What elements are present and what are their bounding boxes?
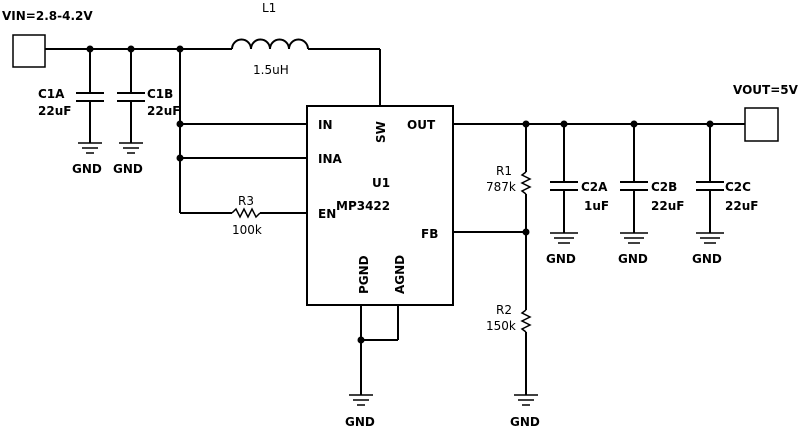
pin-sw-label: SW — [374, 121, 388, 143]
c1a-ref: C1A — [38, 87, 65, 101]
inductor-l1 — [216, 30, 380, 52]
capacitor-c2a — [550, 124, 578, 233]
capacitor-c1b — [117, 49, 145, 143]
c2a-value: 1uF — [584, 199, 609, 213]
capacitor-c2b — [620, 124, 648, 233]
gnd-label-r2: GND — [510, 415, 540, 429]
r1-ref: R1 — [496, 164, 512, 178]
resistor-r3 — [231, 207, 307, 219]
l1-value: 1.5uH — [253, 63, 289, 77]
gnd-label-c1a: GND — [72, 162, 102, 176]
resistor-r2 — [520, 232, 532, 395]
c2b-value: 22uF — [651, 199, 684, 213]
gnd-label-c1b: GND — [113, 162, 143, 176]
pin-ina-label: INA — [318, 152, 343, 166]
pin-fb-label: FB — [421, 227, 438, 241]
capacitor-c1a — [76, 49, 104, 143]
pin-pgnd-label: PGND — [357, 255, 371, 294]
r3-value: 100k — [232, 223, 262, 237]
pin-agnd-label: AGND — [393, 255, 407, 294]
ground-symbol-c1b — [119, 142, 143, 154]
vin-label: VIN=2.8-4.2V — [2, 9, 93, 23]
pin-en-label: EN — [318, 207, 336, 221]
ground-symbol-c2b — [620, 232, 648, 244]
vout-label: VOUT=5V — [733, 83, 799, 97]
r2-value: 150k — [486, 319, 516, 333]
ground-symbol-r2 — [514, 394, 538, 406]
ic-part: MP3422 — [336, 199, 390, 213]
gnd-label-ic: GND — [345, 415, 375, 429]
r2-ref: R2 — [496, 303, 512, 317]
ground-symbol-c2a — [550, 232, 578, 244]
r1-value: 787k — [486, 180, 516, 194]
r3-ref: R3 — [238, 194, 254, 208]
gnd-label-c2b: GND — [618, 252, 648, 266]
ic-u1-body — [306, 105, 454, 306]
gnd-label-c2a: GND — [546, 252, 576, 266]
pin-out-label: OUT — [407, 118, 436, 132]
c1b-value: 22uF — [147, 104, 180, 118]
c1b-ref: C1B — [147, 87, 173, 101]
ground-symbol-ic — [349, 394, 373, 406]
ic-ref: U1 — [372, 176, 390, 190]
vout-port — [744, 107, 779, 142]
c1a-value: 22uF — [38, 104, 71, 118]
l1-ref: L1 — [262, 1, 276, 15]
gnd-label-c2c: GND — [692, 252, 722, 266]
pin-in-label: IN — [318, 118, 333, 132]
ground-symbol-c1a — [78, 142, 102, 154]
capacitor-c2c — [696, 124, 724, 233]
vin-port — [12, 34, 46, 68]
c2b-ref: C2B — [651, 180, 677, 194]
c2a-ref: C2A — [581, 180, 608, 194]
c2c-ref: C2C — [725, 180, 751, 194]
c2c-value: 22uF — [725, 199, 758, 213]
ground-symbol-c2c — [696, 232, 724, 244]
resistor-r1 — [520, 124, 532, 232]
